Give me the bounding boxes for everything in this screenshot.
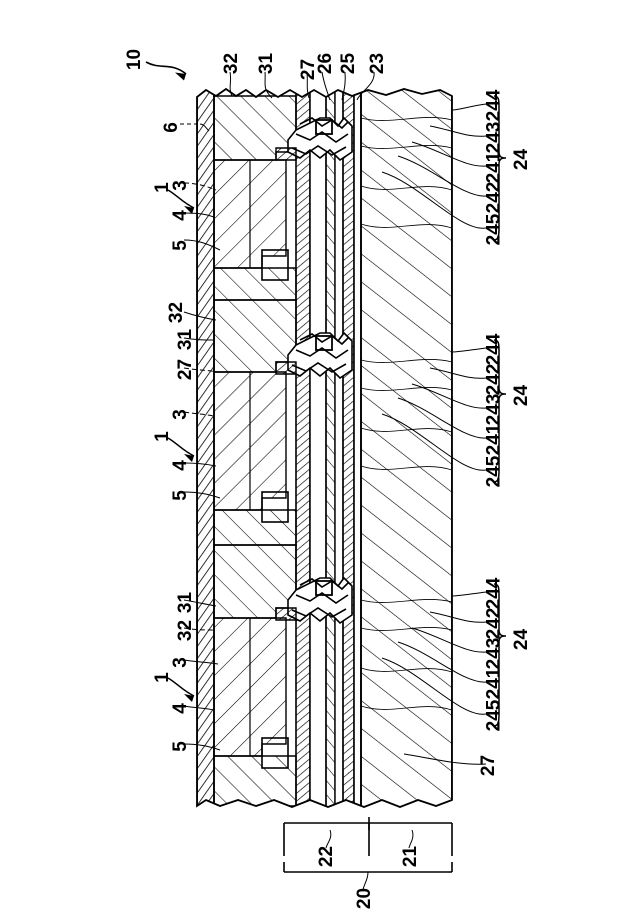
label-top-31: 31 bbox=[256, 52, 278, 75]
label-u3-1: 1 bbox=[151, 672, 173, 683]
label-top-32: 32 bbox=[221, 52, 243, 75]
label-u2-31: 31 bbox=[175, 328, 197, 351]
label-rb-245: 245 bbox=[483, 699, 505, 732]
label-dim-21: 21 bbox=[400, 845, 422, 868]
dimension-bars bbox=[283, 817, 453, 891]
label-u2-5: 5 bbox=[169, 490, 191, 501]
label-u2-1: 1 bbox=[151, 431, 173, 442]
label-u2-27: 27 bbox=[175, 358, 197, 381]
label-u3-4: 4 bbox=[169, 703, 191, 714]
label-rm-241: 241 bbox=[483, 423, 505, 456]
unit-cell-2 bbox=[213, 299, 297, 546]
label-rt-241: 241 bbox=[483, 151, 505, 184]
label-u1-1: 1 bbox=[151, 182, 173, 193]
label-u3-3: 3 bbox=[169, 657, 191, 668]
label-rm-243: 243 bbox=[483, 393, 505, 426]
label-dim-20: 20 bbox=[354, 887, 376, 910]
label-assembly-10: 10 bbox=[124, 48, 146, 71]
label-u1-3: 3 bbox=[169, 180, 191, 191]
body-outline bbox=[196, 87, 453, 808]
label-rt-brace-24: 24 bbox=[511, 148, 533, 171]
label-top-26: 26 bbox=[315, 52, 337, 75]
unit-cell-1 bbox=[213, 95, 297, 301]
label-u2-32: 32 bbox=[166, 301, 188, 324]
label-rm-245: 245 bbox=[483, 455, 505, 488]
label-rb-243: 243 bbox=[483, 637, 505, 670]
label-rt-243: 243 bbox=[483, 121, 505, 154]
brace-group bbox=[493, 95, 507, 727]
label-u3-31: 31 bbox=[175, 591, 197, 614]
label-rb-brace-24: 24 bbox=[511, 628, 533, 651]
label-rt-244: 244 bbox=[483, 89, 505, 122]
label-u2-4: 4 bbox=[169, 460, 191, 471]
label-u1-4: 4 bbox=[169, 210, 191, 221]
label-rb-27: 27 bbox=[478, 754, 500, 777]
label-u2-3: 3 bbox=[169, 409, 191, 420]
leader-lines bbox=[145, 61, 487, 765]
label-rb-241: 241 bbox=[483, 667, 505, 700]
label-rm-242: 242 bbox=[483, 363, 505, 396]
label-6: 6 bbox=[160, 122, 182, 133]
label-rt-242: 242 bbox=[483, 181, 505, 214]
junction-detail-3 bbox=[287, 576, 353, 625]
label-rm-244: 244 bbox=[483, 333, 505, 366]
unit-cell-3 bbox=[213, 544, 297, 807]
label-rb-242: 242 bbox=[483, 607, 505, 640]
label-dim-22: 22 bbox=[316, 845, 338, 868]
label-u3-32: 32 bbox=[175, 619, 197, 642]
label-u3-5: 5 bbox=[169, 741, 191, 752]
label-u1-5: 5 bbox=[169, 240, 191, 251]
label-rt-245: 245 bbox=[483, 213, 505, 246]
label-rm-brace-24: 24 bbox=[511, 384, 533, 407]
junction-detail-1 bbox=[287, 116, 353, 162]
junction-detail-2 bbox=[287, 331, 353, 380]
label-top-23: 23 bbox=[367, 52, 389, 75]
label-rb-244: 244 bbox=[483, 577, 505, 610]
device-body bbox=[197, 89, 452, 807]
label-top-25: 25 bbox=[338, 52, 360, 75]
